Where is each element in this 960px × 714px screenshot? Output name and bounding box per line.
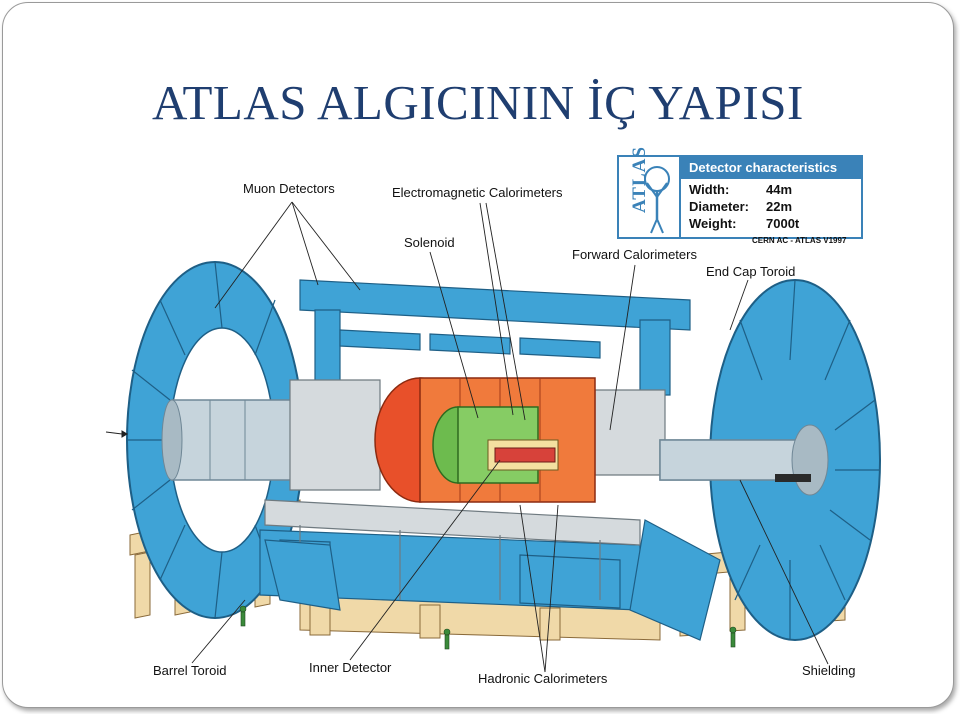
- label-barrel-toroid: Barrel Toroid: [153, 663, 227, 678]
- barrel-muon-chambers: [259, 279, 691, 611]
- label-hadronic-calorimeters: Hadronic Calorimeters: [478, 671, 608, 686]
- atlas-logo: ATLAS: [619, 146, 681, 237]
- left-shielding-cylinder: [161, 399, 298, 481]
- label-inner-detector: Inner Detector: [309, 660, 392, 675]
- diagram-credit: CERN AC - ATLAS V1997: [752, 236, 847, 245]
- label-electromagnetic-calorimeters: Electromagnetic Calorimeters: [392, 185, 563, 200]
- legend-heading: Detector characteristics: [689, 160, 838, 175]
- slide-title: ATLAS ALGICININ İÇ YAPISI: [152, 75, 804, 130]
- label-end-cap-toroid: End Cap Toroid: [706, 264, 796, 279]
- legend-value: 22m: [766, 199, 793, 214]
- leader-lines: [191, 201, 829, 673]
- human-figures: [239, 605, 737, 650]
- label-shielding: Shielding: [802, 663, 856, 678]
- lower-endcap-chambers: [264, 519, 721, 641]
- atlas-figure-icon: [644, 166, 670, 234]
- legend-row-diameter: Diameter: 22m: [689, 199, 792, 214]
- legend-key: Diameter:: [689, 199, 749, 214]
- legend-value: 44m: [766, 182, 793, 197]
- legend-row-width: Width: 44m: [689, 182, 792, 197]
- legend-key: Width:: [689, 182, 730, 197]
- right-endcap-wheel: [659, 279, 881, 641]
- legend-row-weight: Weight: 7000t: [689, 216, 799, 231]
- label-solenoid: Solenoid: [404, 235, 455, 250]
- detector-characteristics-box: ATLAS Detector characteristics Width: 44m…: [617, 146, 863, 239]
- label-muon-detectors: Muon Detectors: [243, 181, 335, 196]
- atlas-logo-text: ATLAS: [629, 146, 650, 213]
- beam-arrow-left: [105, 430, 128, 438]
- legend-value: 7000t: [766, 216, 800, 231]
- inner-detector-core: [487, 439, 559, 471]
- legend-key: Weight:: [689, 216, 737, 231]
- legend-heading-bar: Detector characteristics: [679, 157, 861, 179]
- label-forward-calorimeters: Forward Calorimeters: [572, 247, 697, 262]
